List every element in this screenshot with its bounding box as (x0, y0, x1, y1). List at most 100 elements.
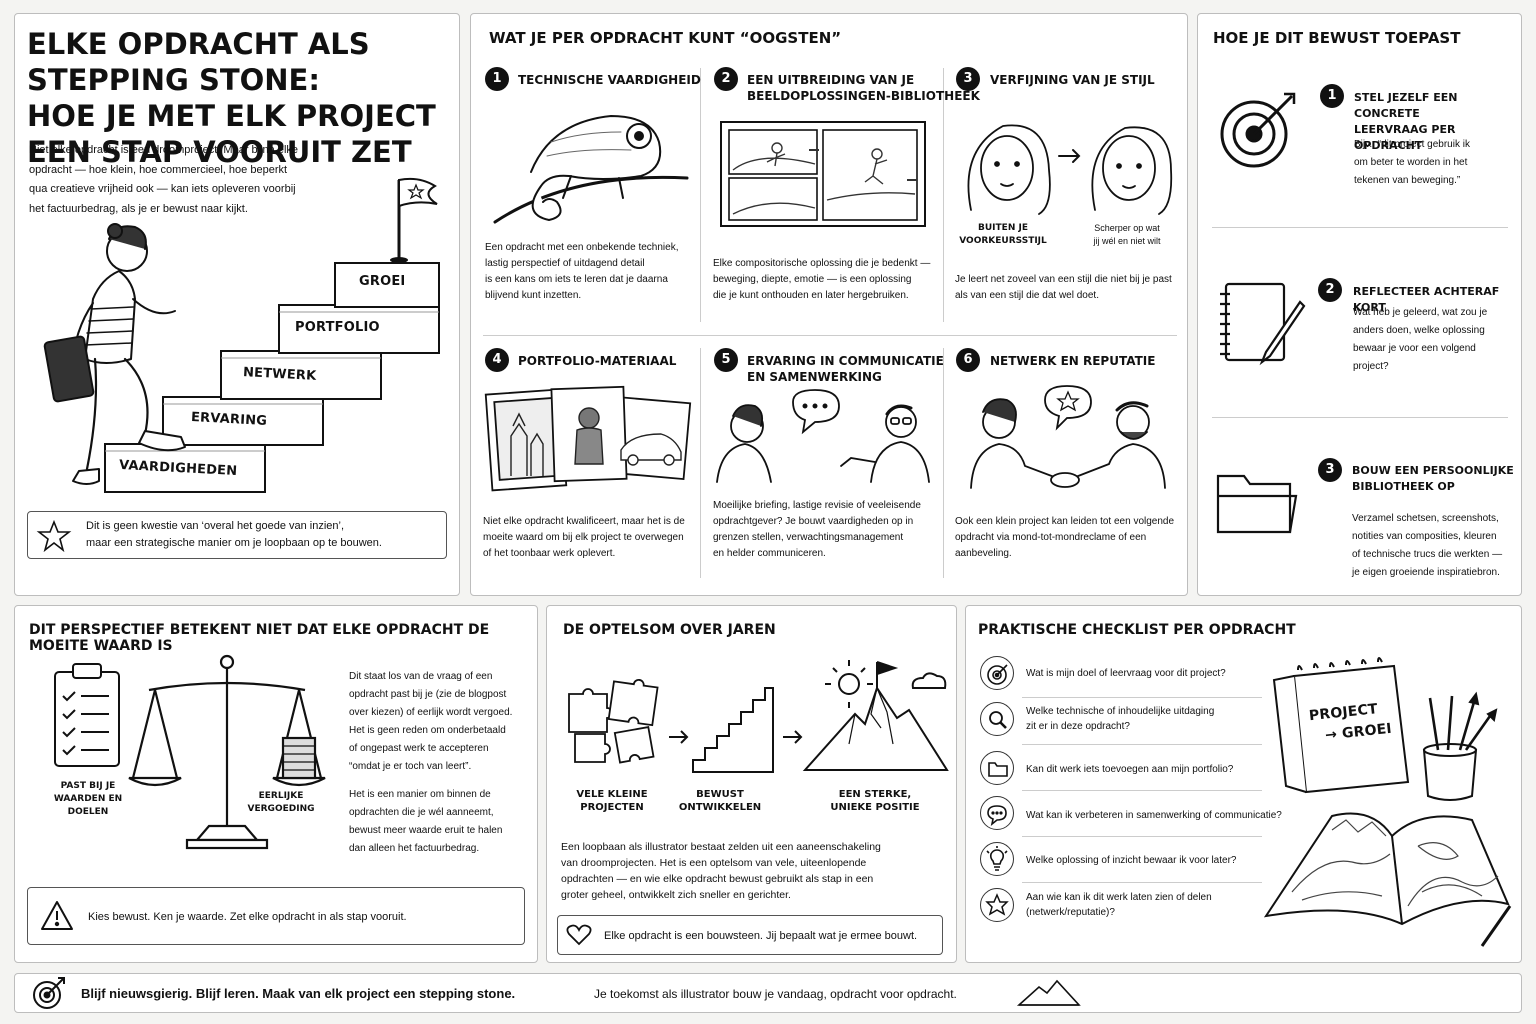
divider (1022, 744, 1262, 745)
chameleon-illustration (493, 114, 689, 224)
checklist-clipboard-icon (54, 663, 120, 767)
checklist-text: Wat is mijn doel of leervraag voor dit p… (1026, 668, 1226, 679)
perspective-text-1: Dit staat los van de vraag of een opdrac… (349, 671, 513, 772)
footer-bar: Blijf nieuwsgierig. Blijf leren. Maak va… (14, 973, 1522, 1013)
divider (943, 348, 944, 578)
pen-cup-illustration (1422, 691, 1498, 801)
divider (1212, 417, 1508, 418)
step-number-badge: 2 (1318, 278, 1342, 302)
step-text-bibliotheek: Verzamel schetsen, screenshots, notities… (1352, 513, 1503, 578)
folder-icon (1216, 474, 1298, 534)
handshake-illustration (970, 385, 1166, 489)
star-icon (36, 519, 72, 553)
target-icon (33, 977, 65, 1009)
item-text-beeldoplossingen: Elke compositorische oplossing die je be… (713, 258, 931, 301)
item-text-netwerk-reputatie: Ook een klein project kan leiden tot een… (955, 516, 1175, 559)
arrow-icon (783, 730, 803, 744)
warning-icon (41, 901, 73, 930)
step-number-badge: 3 (1318, 458, 1342, 482)
mountain-icon (1016, 979, 1081, 1006)
item-title-netwerk-reputatie: NETWERK EN REPUTATIE (990, 354, 1156, 368)
item-title-portfolio-materiaal: PORTFOLIO-MATERIAAL (518, 354, 677, 368)
folder-icon (980, 751, 1014, 785)
checklist-text: Kan dit werk iets toevoegen aan mijn por… (1026, 764, 1234, 775)
flag-icon (390, 177, 438, 263)
divider (1022, 790, 1262, 791)
item-number-badge: 2 (714, 67, 738, 91)
harvest-title: WAT JE PER OPDRACHT KUNT “OOGSTEN” (489, 29, 842, 47)
stairs-illustration (104, 262, 440, 493)
divider (943, 68, 944, 322)
scale-caption-right: EERLIJKE VERGOEDING (247, 791, 315, 814)
perspective-note-text: Kies bewust. Ken je waarde. Zet elke opd… (88, 911, 407, 923)
perspective-panel: DIT PERSPECTIEF BETEKENT NIET DAT ELKE O… (14, 605, 538, 963)
footer-slogan: Blijf nieuwsgierig. Blijf leren. Maak va… (81, 986, 516, 1001)
apply-title: HOE JE DIT BEWUST TOEPAST (1213, 29, 1461, 47)
desk-calendar-illustration (1272, 657, 1410, 794)
divider (700, 348, 701, 578)
style-comparison-illustration (967, 124, 1173, 215)
checklist-text: Aan wie kan ik dit werk laten zien of de… (1026, 892, 1212, 918)
checklist-item: Wat kan ik verbeteren in samenwerking of… (980, 796, 1282, 834)
sum-title: DE OPTELSOM OVER JAREN (563, 622, 776, 638)
harvest-panel: WAT JE PER OPDRACHT KUNT “OOGSTEN” 1 TEC… (470, 13, 1188, 596)
star-icon (980, 888, 1014, 922)
step-title-leervraag: STEL JEZELF EEN CONCRETE LEERVRAAG PER O… (1354, 91, 1458, 152)
sketchbook-illustration (1263, 812, 1512, 947)
item-text-verfijning-stijl: Je leert net zoveel van een stijl die ni… (955, 274, 1172, 301)
item-number-badge: 6 (956, 348, 980, 372)
step-text-reflecteer: Wat heb je geleerd, wat zou je anders do… (1353, 307, 1488, 372)
divider (1022, 836, 1262, 837)
woman-climbing-illustration (43, 223, 186, 485)
notebook-pencil-icon (1220, 282, 1306, 366)
calendar-text: PROJECT → GROEI (1308, 701, 1393, 744)
style-caption-left: BUITEN JE VOORKEURSSTIJL (959, 223, 1047, 246)
checklist-item: Welke oplossing of inzicht bewaar ik voo… (980, 842, 1270, 880)
sum-caption-ontwikkelen: BEWUST ONTWIKKELEN (678, 789, 762, 813)
stair-label-groei: GROEI (359, 274, 406, 289)
step-title-bibliotheek: BOUW EEN PERSOONLIJKE BIBLIOTHEEK OP (1352, 464, 1514, 493)
hero-note-text: Dit is geen kwestie van ‘overal het goed… (86, 520, 382, 549)
sum-note-box: Elke opdracht is een bouwsteen. Jij bepa… (557, 915, 943, 955)
checklist-item: Aan wie kan ik dit werk laten zien of de… (980, 888, 1270, 926)
footer-text: Je toekomst als illustrator bouw je vand… (594, 987, 957, 1001)
hero-title: ELKE OPDRACHT ALS STEPPING STONE: HOE JE… (27, 27, 436, 169)
divider (1212, 227, 1508, 228)
perspective-note-box: Kies bewust. Ken je waarde. Zet elke opd… (27, 887, 525, 945)
item-number-badge: 1 (485, 67, 509, 91)
hero-panel: ELKE OPDRACHT ALS STEPPING STONE: HOE JE… (14, 13, 460, 596)
speech-bubble-icon (980, 796, 1014, 830)
sum-note-text: Elke opdracht is een bouwsteen. Jij bepa… (604, 930, 918, 942)
sum-caption-positie: EEN STERKE, UNIEKE POSITIE (830, 789, 920, 813)
item-text-portfolio-materiaal: Niet elke opdracht kwalificeert, maar he… (483, 516, 685, 559)
storyboard-illustration (720, 121, 926, 227)
step-text-leervraag: Bijv.: “dit project gebruik ik om beter … (1354, 139, 1470, 186)
item-title-communicatie: ERVARING IN COMMUNICATIE EN SAMENWERKING (747, 354, 944, 384)
item-number-badge: 4 (485, 348, 509, 372)
item-text-communicatie: Moeilijke briefing, lastige revisie of v… (713, 500, 921, 559)
sum-text: Een loopbaan als illustrator bestaat zel… (561, 841, 881, 901)
target-icon (1220, 92, 1296, 168)
balance-scale-illustration (128, 654, 326, 850)
hero-intro: Niet elke opdracht is een droomproject. … (29, 144, 299, 215)
sum-caption-projecten: VELE KLEINE PROJECTEN (576, 789, 648, 813)
magnifier-icon (980, 702, 1014, 736)
stair-label-portfolio: PORTFOLIO (295, 320, 380, 335)
item-text-technische-vaardigheid: Een opdracht met een onbekende techniek,… (485, 242, 679, 301)
perspective-title: DIT PERSPECTIEF BETEKENT NIET DAT ELKE O… (29, 622, 490, 654)
scale-caption-left: PAST BIJ JE WAARDEN EN DOELEN (53, 781, 123, 817)
heart-icon (566, 924, 592, 946)
portfolio-photos-illustration (484, 385, 692, 492)
apply-panel: HOE JE DIT BEWUST TOEPAST 1 STEL JEZELF … (1197, 13, 1522, 596)
item-number-badge: 5 (714, 348, 738, 372)
step-title-reflecteer: REFLECTEER ACHTERAF KORT (1353, 285, 1500, 314)
style-caption-right: Scherper op wat jij wél en niet wilt (1093, 223, 1161, 246)
perspective-text-2: Het is een manier om binnen de opdrachte… (349, 789, 503, 854)
divider (483, 335, 1177, 336)
sum-panel: DE OPTELSOM OVER JAREN VELE KLEINE PROJE… (546, 605, 957, 963)
item-title-beeldoplossingen: EEN UITBREIDING VAN JE BEELDOPLOSSINGEN-… (747, 73, 980, 103)
lightbulb-icon (980, 842, 1014, 876)
checklist-item: Welke technische of inhoudelijke uitdagi… (980, 702, 1270, 740)
target-icon (980, 656, 1014, 690)
mountain-flag-illustration (802, 660, 949, 771)
